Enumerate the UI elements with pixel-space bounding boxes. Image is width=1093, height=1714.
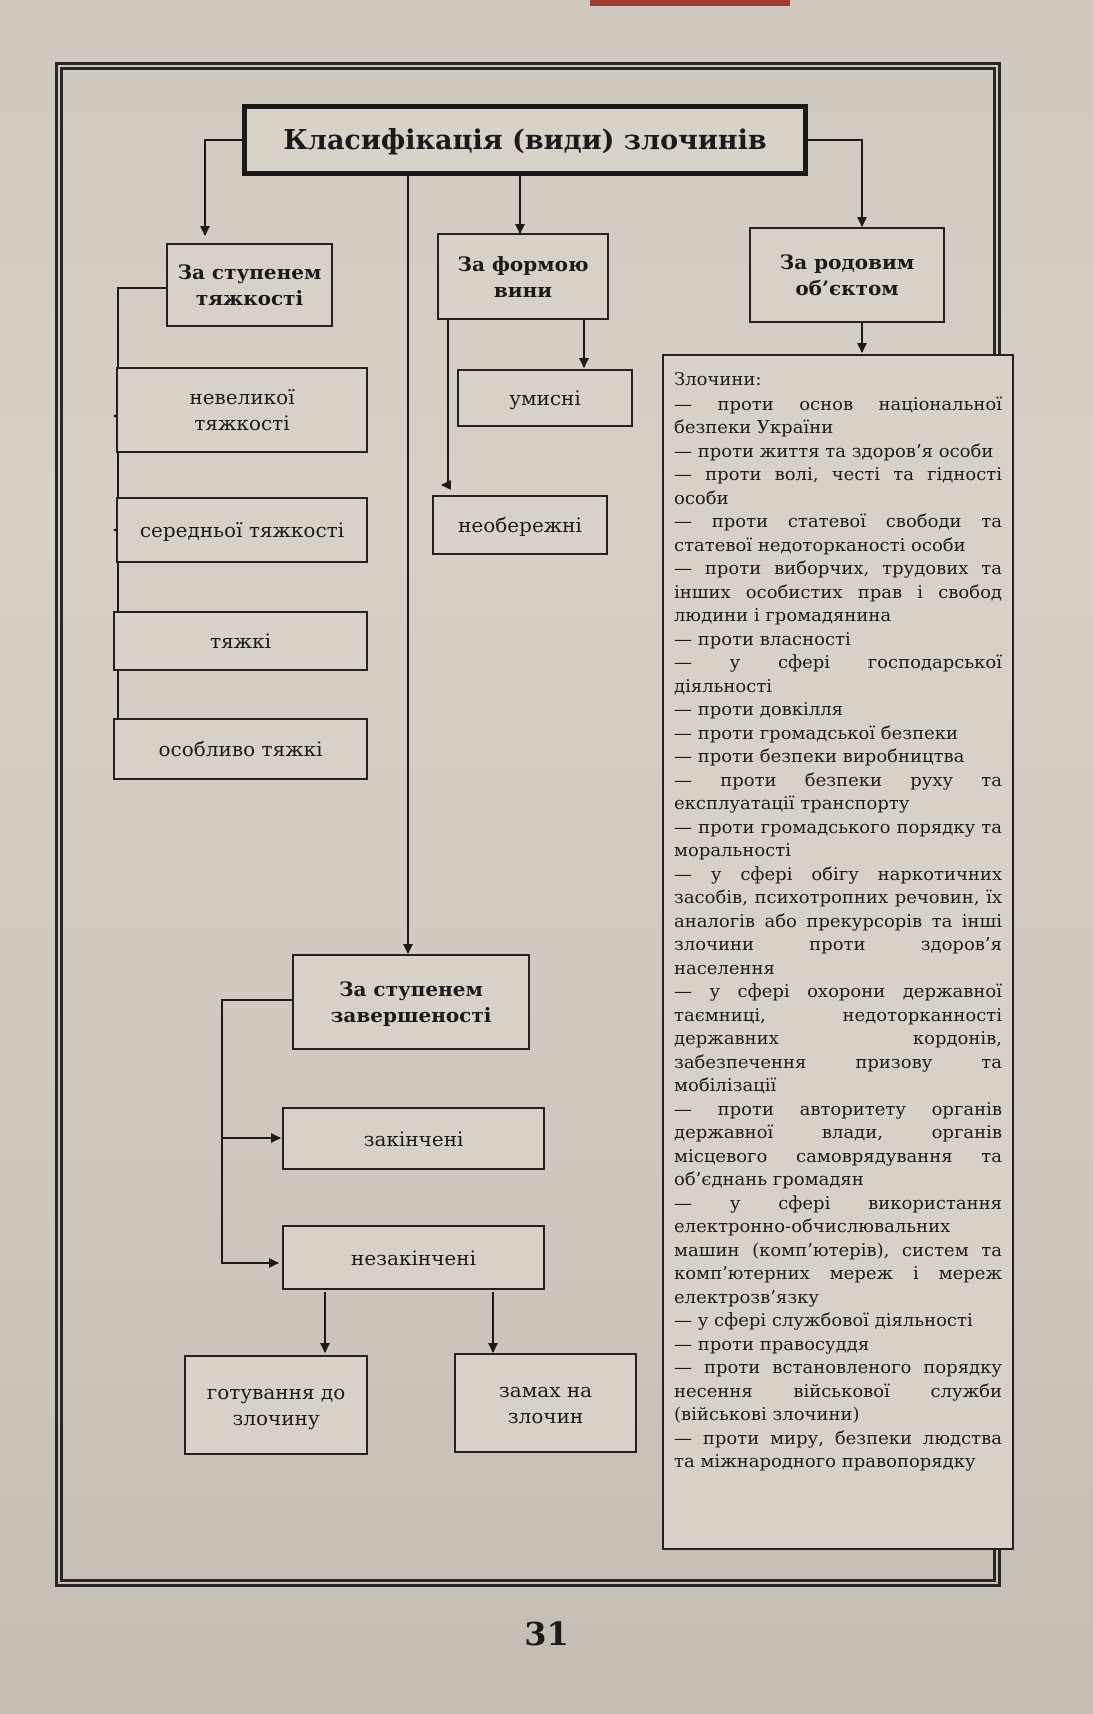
object-header-line-2: об’єктом bbox=[795, 276, 899, 300]
object-list-item: — проти безпеки виробництва bbox=[674, 746, 965, 767]
severity-item-label: середньої тяжкості bbox=[139, 518, 345, 542]
page-top-tab bbox=[590, 0, 790, 6]
object-list-item: — у сфері використання електронно-обчисл… bbox=[674, 1192, 1002, 1308]
object-list-item: — проти волі, честі та гідності особи bbox=[674, 464, 1002, 509]
severity-item-medium: середньої тяжкості bbox=[116, 497, 368, 563]
object-crimes-list: Злочини: — проти основ національної безп… bbox=[662, 354, 1014, 1550]
object-header-line-1: За родовим bbox=[779, 250, 915, 274]
completion-sub-attempt: замах на злочин bbox=[454, 1353, 637, 1453]
guilt-item-label: умисні bbox=[509, 386, 581, 410]
completion-header-line-1: За ступенем bbox=[339, 977, 483, 1001]
severity-item-label: невеликої тяжкості bbox=[189, 385, 295, 435]
completion-sub-preparation: готування до злочину bbox=[184, 1355, 368, 1455]
preparation-line-2: злочину bbox=[232, 1406, 320, 1430]
object-header: За родовим об’єктом bbox=[749, 227, 945, 323]
guilt-header-line-1: За формою bbox=[457, 251, 589, 276]
severity-header-line-2: тяжкості bbox=[195, 286, 304, 310]
object-list-item: — проти безпеки руху та експлуатації тра… bbox=[674, 769, 1002, 815]
object-list-head: Злочини: bbox=[674, 369, 762, 390]
guilt-item-negligent: необережні bbox=[432, 495, 608, 555]
object-list-item: — проти авторитету органів державної вла… bbox=[674, 1098, 1002, 1191]
object-list-item: — проти власності bbox=[674, 628, 851, 650]
object-list-item: — проти миру, безпеки людства та міжнаро… bbox=[674, 1427, 1002, 1473]
severity-item-especially-grave: особливо тяжкі bbox=[113, 718, 368, 780]
object-list-item: — проти встановленого порядку несення ві… bbox=[674, 1357, 1002, 1425]
completion-item-label: незакінчені bbox=[350, 1245, 476, 1270]
guilt-header-line-2: вини bbox=[493, 277, 553, 302]
completion-item-unfinished: незакінчені bbox=[282, 1225, 545, 1290]
object-list-item: — проти правосуддя bbox=[674, 1333, 870, 1355]
severity-item-minor: невеликої тяжкості bbox=[116, 367, 368, 453]
object-list-item: — проти основ національної безпеки Украї… bbox=[674, 393, 1002, 439]
preparation-line-1: готування до bbox=[206, 1380, 346, 1404]
page-number: 31 bbox=[524, 1615, 569, 1653]
object-list-item: — у сфері обігу наркотичних засобів, пси… bbox=[674, 863, 1002, 979]
severity-header-line-1: За ступенем bbox=[177, 260, 322, 284]
completion-header-line-2: завершеності bbox=[330, 1003, 492, 1027]
object-list-item: — у сфері охорони державної таємниці, не… bbox=[674, 981, 1002, 1096]
diagram-title: Класифікація (види) злочинів bbox=[242, 104, 808, 176]
guilt-header: За формою вини bbox=[437, 233, 609, 320]
object-list-item: — проти громадського порядку та морально… bbox=[674, 816, 1002, 862]
object-list-item: — проти громадської безпеки bbox=[674, 722, 959, 744]
object-list-item: — проти довкілля bbox=[674, 699, 844, 720]
object-list-item: — у сфері службової діяльності bbox=[674, 1310, 973, 1331]
attempt-line-2: злочин bbox=[507, 1404, 584, 1428]
severity-item-label: особливо тяжкі bbox=[158, 737, 323, 761]
guilt-item-label: необережні bbox=[458, 513, 582, 537]
object-list-item: — проти виборчих, трудових та інших особ… bbox=[674, 558, 1002, 626]
object-list-item: — у сфері господарської діяльності bbox=[674, 652, 1002, 697]
attempt-line-1: замах на bbox=[498, 1378, 593, 1402]
completion-item-label: закінчені bbox=[363, 1126, 464, 1151]
severity-item-label: тяжкі bbox=[210, 629, 271, 653]
object-list-item: — проти статевої свободи та статевої нед… bbox=[674, 511, 1002, 556]
severity-item-grave: тяжкі bbox=[113, 611, 368, 671]
completion-item-finished: закінчені bbox=[282, 1107, 545, 1170]
severity-header: За ступенем тяжкості bbox=[166, 243, 333, 327]
completion-header: За ступенем завершеності bbox=[292, 954, 530, 1050]
object-list-item: — проти життя та здоров’я особи bbox=[674, 440, 994, 462]
guilt-item-intentional: умисні bbox=[457, 369, 633, 427]
